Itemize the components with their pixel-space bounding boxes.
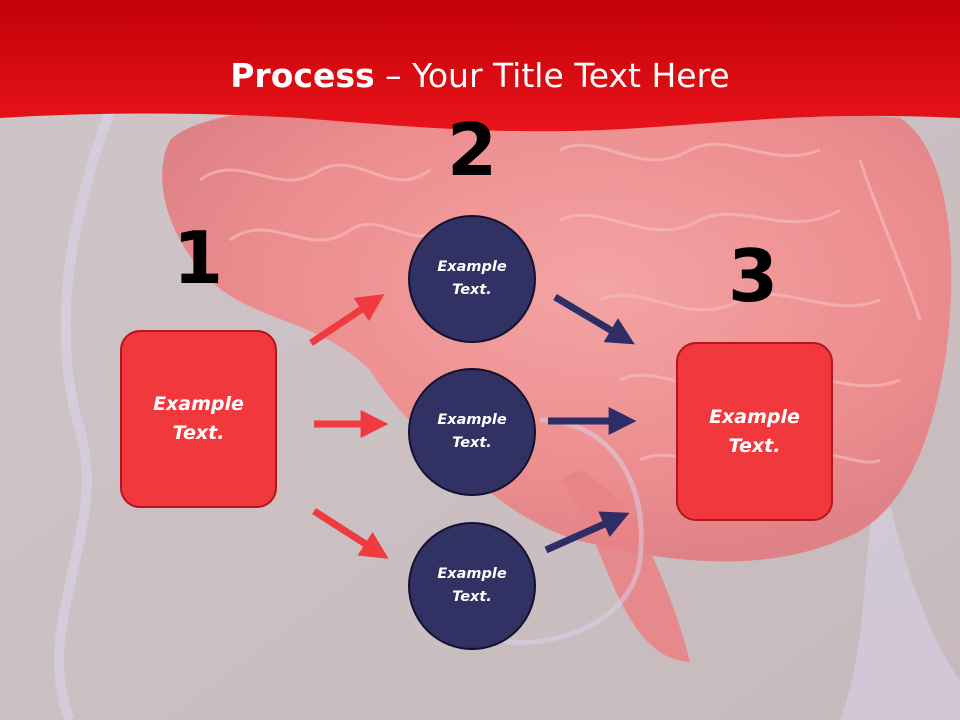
circle-bottom: Example Text.: [408, 522, 536, 650]
title-separator: –: [374, 56, 413, 95]
arrow-bottom-to-right: [544, 511, 630, 554]
arrow-left-to-bottom: [312, 508, 389, 559]
red-arrows: [309, 294, 389, 559]
arrow-left-to-top: [309, 294, 385, 346]
navy-arrows: [544, 293, 637, 554]
step-number-1: 1: [172, 216, 224, 300]
circle-top: Example Text.: [408, 215, 536, 343]
left-box: Example Text.: [120, 330, 277, 508]
title-rest: Your Title Text Here: [412, 56, 730, 95]
right-box: Example Text.: [676, 342, 833, 521]
step-number-3: 3: [727, 234, 779, 318]
page-title: Process – Your Title Text Here: [0, 54, 960, 98]
title-bold: Process: [230, 56, 375, 95]
circle-middle: Example Text.: [408, 368, 536, 496]
step-number-2: 2: [446, 108, 498, 192]
arrow-top-to-right: [553, 293, 635, 345]
